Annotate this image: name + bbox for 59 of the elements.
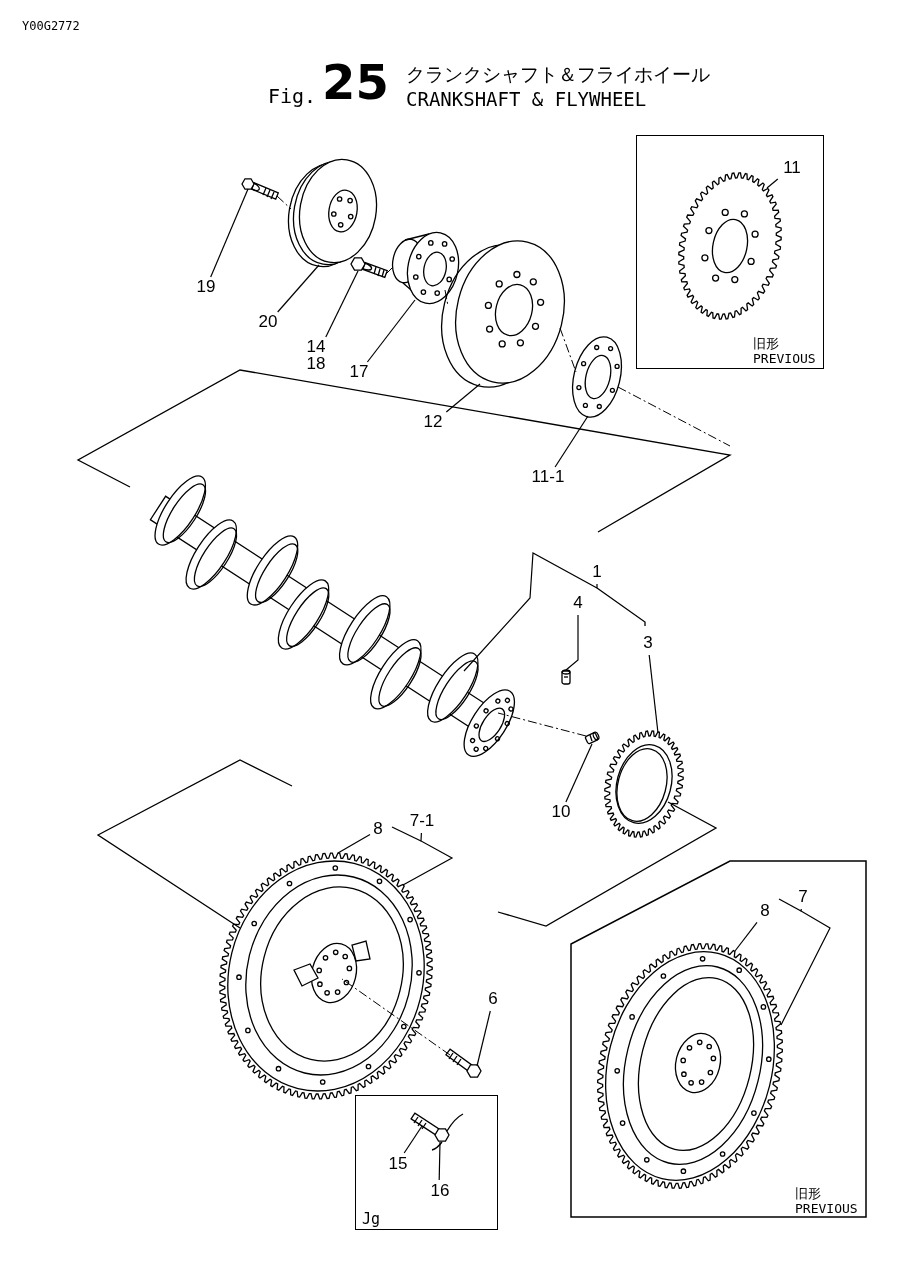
center-line [385,265,395,275]
inset-frame [570,860,867,1218]
leader-line [476,1010,491,1067]
leader-line [565,614,579,671]
center-line [341,978,451,1056]
callout-number: 14 18 [303,338,329,376]
callout-number: 1 [590,563,604,583]
callout-number: 12 [420,413,446,433]
center-line [276,195,292,210]
inset-note: 旧形 [795,1186,821,1201]
detail-label: Jg [362,1212,381,1227]
dowel-drawing [584,730,600,746]
callout-number: 7-1 [404,812,440,832]
inset-note: 旧形 [753,336,779,351]
center-line [497,712,587,737]
callout-number: 17 [346,363,372,383]
callout-number: 8 [758,902,772,922]
leader-line [277,264,320,313]
leader-line [445,383,481,413]
leader-line [648,654,659,734]
leader-line [438,1141,441,1181]
callout-number: 4 [571,594,585,614]
leader-line [766,178,779,189]
leader-line [403,1125,423,1154]
inset-note: PREVIOUS [795,1201,858,1216]
callout-number: 6 [486,990,500,1010]
leader-line [366,299,416,363]
callout-number: 15 [387,1155,409,1175]
detail-frame [355,1095,498,1230]
callout-number: 7 [796,888,810,908]
leader-line [554,415,589,468]
callout-number: 10 [548,803,574,823]
callout-number: 3 [641,634,655,654]
leader-line [337,834,371,854]
center-line [559,327,577,373]
callout-number: 20 [255,313,281,333]
bolt-drawing [409,1111,464,1151]
callout-number: 19 [193,278,219,298]
callout-number: 8 [371,820,385,840]
figure-title: クランクシャフト＆フライホイール CRANKSHAFT & FLYWHEEL [406,62,711,112]
center-line [617,386,731,447]
bolt-drawing [240,175,280,202]
figure-number: 25 [322,58,389,106]
inset-note: PREVIOUS [753,351,816,366]
catalog-number: Y00G2772 [22,20,80,32]
center-line [444,289,449,307]
callout-number: 11 [779,159,805,179]
callout-number: 11-1 [528,468,568,488]
inset-frame [636,135,824,369]
leader-line [780,908,831,1026]
leader-line [734,921,758,952]
leader-line [565,743,593,803]
leader-line [463,552,598,672]
bolt-drawing [444,1046,484,1080]
pin-drawing [560,668,572,686]
figure-label: Fig. [268,86,317,106]
callout-number: 16 [429,1182,451,1202]
leader-line [402,832,454,886]
bolt-drawing [350,255,388,281]
